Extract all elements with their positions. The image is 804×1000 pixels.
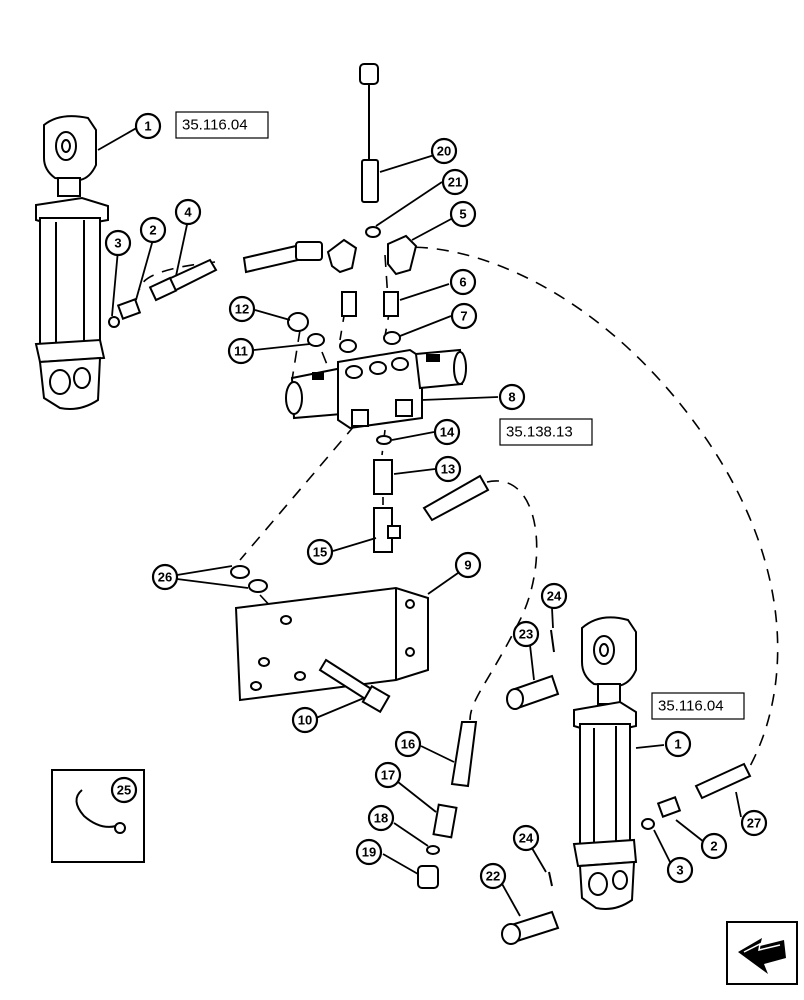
callout-24: 24 [540, 582, 568, 610]
right-hydraulic-cylinder [572, 616, 638, 910]
callout-11: 11 [227, 337, 255, 365]
svg-text:20: 20 [437, 144, 451, 159]
svg-text:1: 1 [144, 119, 151, 134]
callout-14: 14 [433, 418, 461, 446]
callout-12: 12 [228, 295, 256, 323]
reference-label: 35.138.13 [506, 424, 573, 441]
callout-15: 15 [306, 538, 334, 566]
svg-text:23: 23 [519, 627, 533, 642]
callout-1: 1 [664, 730, 692, 758]
callout-7: 7 [450, 302, 478, 330]
callout-2: 2 [139, 216, 167, 244]
callout-20: 20 [430, 137, 458, 165]
control-valve [285, 348, 467, 430]
hose-clamp-icon [75, 789, 117, 828]
svg-text:19: 19 [362, 845, 376, 860]
callout-3: 3 [104, 229, 132, 257]
reference-box-top-left: 35.116.04 [175, 111, 269, 139]
callout-18: 18 [367, 804, 395, 832]
svg-text:26: 26 [158, 570, 172, 585]
hose-routing-lines [139, 246, 779, 776]
callout-24: 24 [512, 824, 540, 852]
svg-text:24: 24 [519, 831, 534, 846]
svg-text:27: 27 [747, 816, 761, 831]
callout-26: 26 [151, 563, 179, 591]
reference-box-middle: 35.138.13 [499, 418, 593, 446]
svg-text:2: 2 [149, 223, 156, 238]
callout-1: 1 [134, 112, 162, 140]
svg-text:22: 22 [486, 869, 500, 884]
svg-text:25: 25 [117, 783, 131, 798]
reference-label: 35.116.04 [658, 698, 724, 715]
callout-3: 3 [666, 856, 694, 884]
callout-10: 10 [291, 706, 319, 734]
leader-lines [97, 125, 742, 917]
svg-text:4: 4 [184, 205, 192, 220]
callout-21: 21 [441, 168, 469, 196]
reference-box-right: 35.116.04 [651, 692, 745, 720]
svg-text:8: 8 [508, 390, 515, 405]
svg-text:3: 3 [114, 236, 121, 251]
callout-27: 27 [740, 809, 768, 837]
callout-2: 2 [700, 832, 728, 860]
mounting-bracket [234, 586, 429, 714]
svg-text:1: 1 [674, 737, 681, 752]
back-navigation-button[interactable] [726, 921, 798, 985]
svg-text:6: 6 [459, 275, 466, 290]
callout-6: 6 [449, 268, 477, 296]
callout-16: 16 [394, 730, 422, 758]
svg-text:15: 15 [313, 545, 327, 560]
svg-text:12: 12 [235, 302, 249, 317]
svg-text:7: 7 [460, 309, 467, 324]
svg-text:3: 3 [676, 863, 683, 878]
callout-22: 22 [479, 862, 507, 890]
svg-text:10: 10 [298, 713, 312, 728]
left-hydraulic-cylinder [34, 115, 109, 410]
callout-4: 4 [174, 198, 202, 226]
reference-label: 35.116.04 [182, 117, 248, 134]
svg-text:24: 24 [547, 589, 562, 604]
svg-text:9: 9 [464, 558, 471, 573]
back-arrow-icon [738, 938, 786, 974]
svg-text:16: 16 [401, 737, 415, 752]
callout-8: 8 [498, 383, 526, 411]
svg-text:13: 13 [441, 462, 455, 477]
callout-19: 19 [355, 838, 383, 866]
fittings [108, 63, 752, 945]
svg-text:11: 11 [234, 344, 248, 359]
callout-17: 17 [374, 761, 402, 789]
callout-9: 9 [454, 551, 482, 579]
svg-text:14: 14 [440, 425, 455, 440]
callout-13: 13 [434, 455, 462, 483]
svg-text:2: 2 [710, 839, 717, 854]
svg-text:5: 5 [459, 207, 466, 222]
callout-25: 25 [110, 776, 138, 804]
callout-5: 5 [449, 200, 477, 228]
svg-text:18: 18 [374, 811, 388, 826]
svg-text:17: 17 [381, 768, 395, 783]
callout-23: 23 [512, 620, 540, 648]
svg-text:21: 21 [448, 175, 462, 190]
